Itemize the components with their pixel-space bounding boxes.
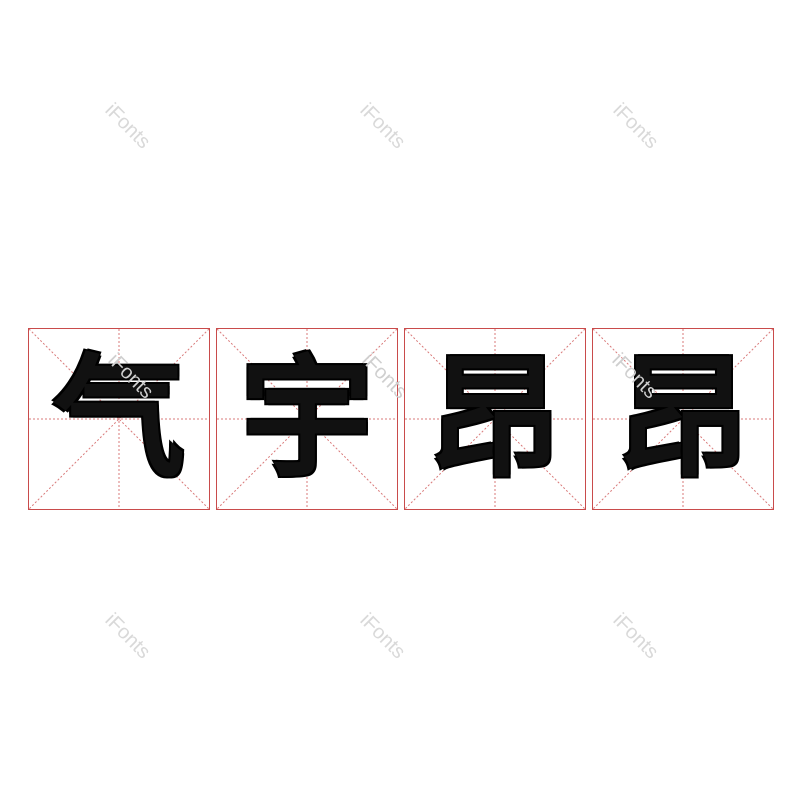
character-cell: 昂 iFonts <box>592 328 774 510</box>
character-cell: 宇 iFonts <box>216 328 412 510</box>
character-glyph: 气 <box>29 329 209 509</box>
character-glyph: 昂 <box>593 329 773 509</box>
character-text: 昂 <box>429 342 561 496</box>
watermark-text: iFonts <box>355 609 410 664</box>
watermark-text: iFonts <box>355 99 410 154</box>
character-cell: 气 iFonts <box>28 328 210 510</box>
character-text: 昂 <box>617 342 749 496</box>
character-text: 气 <box>53 342 185 496</box>
grid-guides <box>405 329 585 509</box>
character-cell: 昂 <box>404 328 586 510</box>
character-grid-row: 气 iFonts 宇 iFonts 昂 <box>28 328 774 510</box>
grid-guides <box>593 329 773 509</box>
grid-guides <box>217 329 397 509</box>
watermark-text: iFonts <box>100 609 155 664</box>
character-glyph: 昂 <box>405 329 585 509</box>
character-glyph: 宇 <box>217 329 397 509</box>
watermark-text: iFonts <box>608 609 663 664</box>
watermark-text: iFonts <box>100 99 155 154</box>
watermark-text: iFonts <box>608 99 663 154</box>
grid-guides <box>29 329 209 509</box>
character-text: 宇 <box>241 342 373 496</box>
